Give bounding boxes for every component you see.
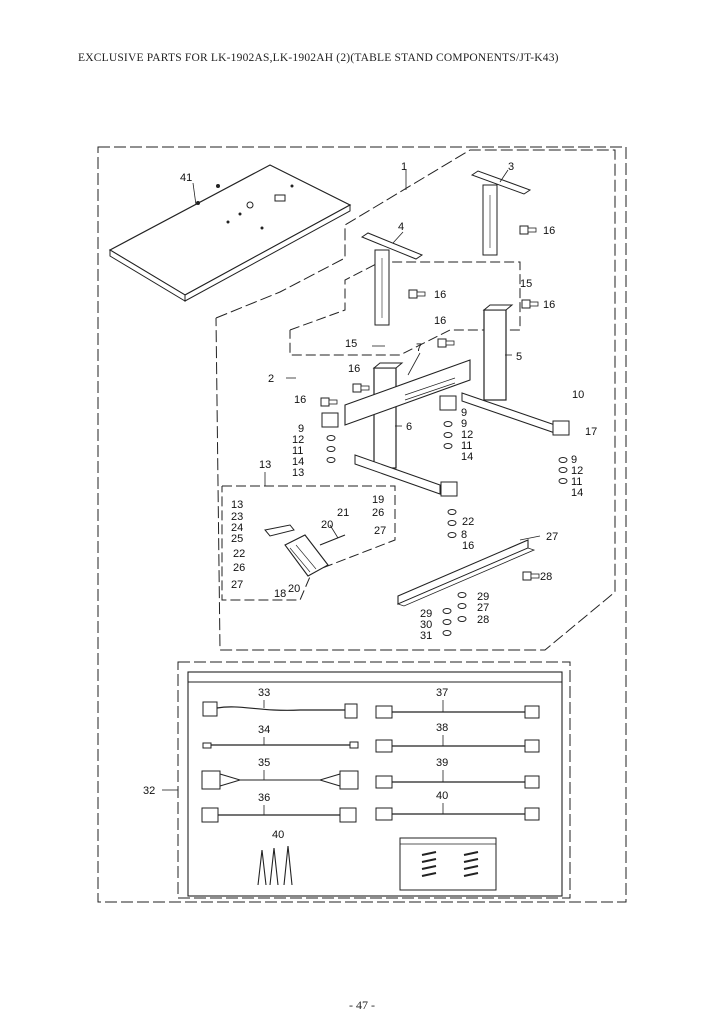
outer-frame xyxy=(97,146,627,903)
callout-label: 15 xyxy=(345,338,357,350)
cable-31 xyxy=(202,701,358,719)
callout-label: 24 xyxy=(231,522,243,534)
callout-label: 5 xyxy=(516,351,522,363)
page-number: - 47 - xyxy=(349,998,375,1012)
callout-label: 29 xyxy=(420,608,432,620)
callout-label: 21 xyxy=(337,507,349,519)
callout-label: 11 xyxy=(292,445,303,457)
callout-label: 34 xyxy=(258,724,270,736)
crossbar-7 xyxy=(344,359,471,426)
callout-label: 26 xyxy=(233,562,245,574)
stand-boundary xyxy=(215,149,616,651)
screw-box xyxy=(399,837,497,891)
callout-label: 32 xyxy=(143,785,155,797)
callout-label: 16 xyxy=(543,299,555,311)
callout-label: 38 xyxy=(436,722,448,734)
callout-label: 16 xyxy=(462,540,474,552)
callout-label: 9 xyxy=(298,423,304,435)
callout-label: 23 xyxy=(231,511,243,523)
callout-label: 9 xyxy=(461,418,467,430)
callout-label: 4 xyxy=(398,221,404,233)
callout-label: 12 xyxy=(571,465,583,477)
callout-label: 20 xyxy=(321,519,333,531)
leader-lines xyxy=(162,169,541,815)
callout-label: 35 xyxy=(258,757,270,769)
callout-label: 19 xyxy=(372,494,384,506)
callout-label: 13 xyxy=(259,459,271,471)
page-title: EXCLUSIVE PARTS FOR LK-1902AS,LK-1902AH … xyxy=(78,52,559,64)
callout-label: 12 xyxy=(292,434,304,446)
callout-label: 33 xyxy=(258,687,270,699)
callout-label: 27 xyxy=(477,602,489,614)
upper-bracket-4 xyxy=(360,232,424,326)
callout-label: 12 xyxy=(461,429,473,441)
callout-label: 13 xyxy=(292,467,304,479)
callout-label: 17 xyxy=(585,426,597,438)
callout-label: 8 xyxy=(461,529,467,541)
callout-label: 40 xyxy=(272,829,284,841)
callout-label: 16 xyxy=(294,394,306,406)
cable-clips-39 xyxy=(257,845,293,886)
callout-label: 30 xyxy=(420,619,432,631)
callout-label: 15 xyxy=(520,278,532,290)
cable-box-outer xyxy=(177,661,571,899)
callout-label: 28 xyxy=(477,614,489,626)
foot-pads xyxy=(321,395,570,497)
crossbar-8 xyxy=(396,539,536,607)
callout-label: 20 xyxy=(288,583,300,595)
leg-5 xyxy=(461,304,556,434)
callout-label: 3 xyxy=(508,161,514,173)
subframe-boundary xyxy=(289,261,521,356)
callout-labels: 41 1 3 16 4 16 15 16 16 15 7 5 2 16 10 1… xyxy=(143,161,597,841)
cable-34 xyxy=(201,807,357,823)
callout-label: 14 xyxy=(571,487,583,499)
callout-label: 22 xyxy=(233,548,245,560)
callout-label: 11 xyxy=(461,440,472,452)
callout-label: 28 xyxy=(540,571,552,583)
cable-33 xyxy=(201,770,359,790)
cable-32 xyxy=(202,741,359,749)
callout-label: 16 xyxy=(348,363,360,375)
screws-40 xyxy=(421,851,479,877)
callout-label: 40 xyxy=(436,790,448,802)
callout-label: 29 xyxy=(477,591,489,603)
callout-label: 2 xyxy=(268,373,274,385)
callout-label: 22 xyxy=(462,516,474,528)
callout-label: 9 xyxy=(461,407,467,419)
callout-label: 27 xyxy=(374,525,386,537)
callout-label: 31 xyxy=(420,630,432,642)
callout-label: 10 xyxy=(572,389,584,401)
callout-label: 13 xyxy=(231,499,243,511)
callout-label: 18 xyxy=(274,588,286,600)
pedal xyxy=(264,524,346,577)
callout-label: 1 xyxy=(401,161,407,173)
callout-label: 39 xyxy=(436,757,448,769)
callout-label: 37 xyxy=(436,687,448,699)
callout-label: 41 xyxy=(180,172,192,184)
callout-label: 14 xyxy=(292,456,304,468)
cable-box-inner xyxy=(187,671,563,897)
callout-label: 25 xyxy=(231,533,243,545)
callout-label: 27 xyxy=(546,531,558,543)
callout-label: 16 xyxy=(543,225,555,237)
callout-label: 9 xyxy=(571,454,577,466)
callout-label: 26 xyxy=(372,507,384,519)
callout-label: 7 xyxy=(416,342,422,354)
callout-label: 16 xyxy=(434,289,446,301)
callout-label: 36 xyxy=(258,792,270,804)
callout-label: 16 xyxy=(434,315,446,327)
callout-label: 27 xyxy=(231,579,243,591)
callout-label: 14 xyxy=(461,451,473,463)
cables-35-38 xyxy=(375,705,540,821)
callout-label: 6 xyxy=(406,421,412,433)
table-top xyxy=(108,164,352,302)
upper-bracket-3 xyxy=(470,170,532,256)
callout-label: 11 xyxy=(571,476,582,488)
